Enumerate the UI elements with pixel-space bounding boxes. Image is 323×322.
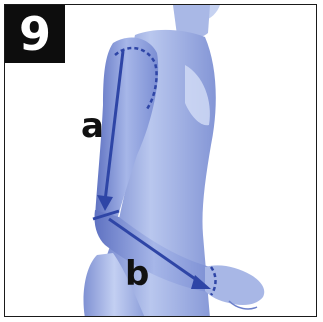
illustration-frame: 9 a b (4, 4, 317, 317)
measurement-label-a: a (81, 109, 104, 143)
hand-shape (205, 265, 264, 305)
measurement-label-b: b (125, 257, 149, 291)
step-number-badge: 9 (5, 5, 65, 63)
